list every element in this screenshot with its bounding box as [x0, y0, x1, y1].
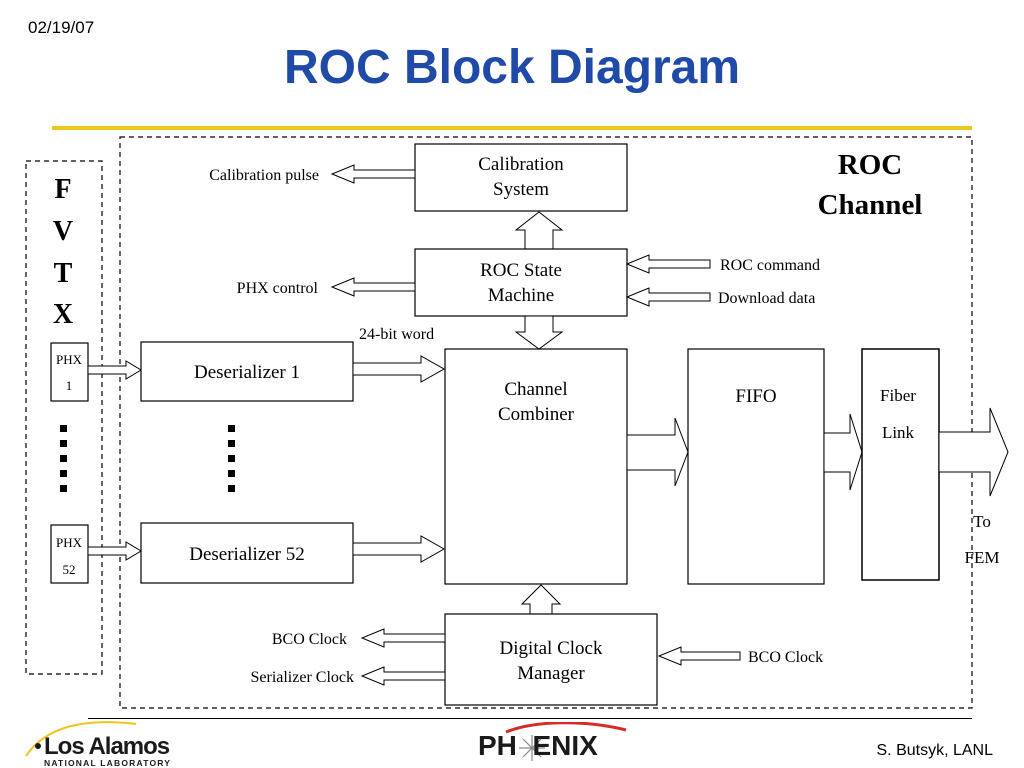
slide-title: ROC Block Diagram — [283, 41, 741, 94]
title-underline — [52, 126, 972, 130]
roc-state-machine-box — [414, 248, 628, 317]
slide-author: S. Butsyk, LANL — [876, 742, 994, 759]
fiber-to-fem-arrow — [938, 407, 1009, 497]
deserializer-1-box — [140, 341, 354, 402]
deserializer-52-box — [140, 522, 354, 584]
phx-control-arrow — [330, 277, 416, 297]
to-fem-label-line1: To — [973, 512, 991, 531]
phx-52-to-deserializer-arrow — [87, 541, 142, 561]
phx-1-box — [50, 342, 89, 402]
deserializer-1-to-combiner-arrow — [352, 355, 446, 383]
download-data-label: Download data — [718, 290, 815, 307]
fifo-box — [687, 348, 825, 585]
calibration-system-label-line1: Calibration — [478, 154, 564, 175]
fvtx-letter-t: T — [54, 258, 73, 289]
roc-command-arrow — [625, 254, 711, 274]
serializer-clock-arrow — [360, 666, 446, 686]
fifo-to-fiber-arrow — [823, 413, 863, 491]
combiner-to-fifo-arrow — [626, 417, 689, 487]
roc-channel-label-line1: ROC — [838, 149, 902, 181]
phx-1-label: PHX — [56, 352, 83, 367]
phenix-wordmark: PH ENIX — [478, 730, 598, 761]
roc-command-label: ROC command — [720, 257, 820, 274]
phx-1-to-deserializer-arrow — [87, 360, 142, 380]
channel-combiner-label-line1: Channel — [504, 379, 567, 400]
fvtx-letter-f: F — [54, 174, 71, 205]
download-data-arrow — [625, 287, 711, 307]
bco-clock-in-arrow — [657, 646, 741, 666]
digital-clock-manager-label-line1: Digital Clock — [500, 638, 603, 659]
los-alamos-logo — [25, 721, 137, 757]
calibration-pulse-label: Calibration pulse — [209, 167, 319, 184]
clock-manager-to-combiner-arrow — [520, 584, 562, 615]
phx-control-label: PHX control — [237, 280, 319, 297]
phenix-star-icon — [519, 735, 545, 761]
calibration-system-label-line2: System — [493, 179, 549, 200]
phx-52-box — [50, 524, 89, 584]
channel-combiner-box — [444, 348, 628, 585]
slide-date: 02/19/07 — [28, 18, 95, 37]
los-alamos-subtitle: NATIONAL LABORATORY — [44, 758, 172, 768]
fiber-link-label-line1: Fiber — [880, 386, 916, 405]
roc-channel-label-line2: Channel — [818, 189, 923, 221]
phx-52-label: PHX — [56, 535, 83, 550]
footer-rule — [88, 718, 972, 719]
word-width-label: 24-bit word — [359, 326, 434, 343]
state-machine-to-combiner-arrow — [514, 315, 564, 350]
calibration-system-box — [414, 143, 628, 212]
roc-channel-frame — [119, 136, 973, 709]
fvtx-letter-v: V — [53, 216, 73, 247]
state-machine-to-calibration-arrow — [514, 211, 564, 250]
roc-state-machine-label-line1: ROC State — [480, 260, 562, 281]
deserializer-1-label: Deserializer 1 — [194, 362, 300, 383]
roc-state-machine-label-line2: Machine — [488, 285, 554, 306]
phx-ellipsis — [60, 425, 67, 492]
bco-clock-in-label: BCO Clock — [748, 649, 823, 666]
fvtx-letter-x: X — [53, 299, 73, 330]
phx-1-number: 1 — [66, 378, 73, 393]
deserializer-52-label: Deserializer 52 — [189, 544, 305, 565]
phenix-logo — [505, 722, 627, 761]
fifo-label: FIFO — [735, 386, 776, 407]
deserializer-ellipsis — [228, 425, 235, 492]
bco-clock-out-label: BCO Clock — [272, 631, 347, 648]
to-fem-label-line2: FEM — [965, 548, 1000, 567]
los-alamos-name: Los Alamos — [44, 733, 170, 760]
fiber-link-label-line2: Link — [882, 423, 915, 442]
calibration-pulse-arrow — [330, 164, 416, 184]
channel-combiner-label-line2: Combiner — [498, 404, 575, 425]
fiber-link-box — [861, 348, 940, 581]
phx-52-number: 52 — [63, 562, 76, 577]
fvtx-frame — [25, 160, 103, 675]
digital-clock-manager-label-line2: Manager — [517, 663, 585, 684]
deserializer-52-to-combiner-arrow — [352, 535, 446, 563]
bco-clock-out-arrow — [360, 628, 446, 648]
digital-clock-manager-box — [444, 613, 658, 706]
serializer-clock-label: Serializer Clock — [250, 669, 354, 686]
